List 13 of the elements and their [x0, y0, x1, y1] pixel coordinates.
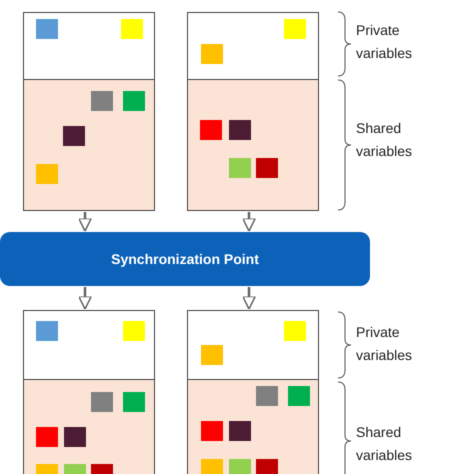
section-label: Private variables [356, 21, 414, 63]
memory-panel [187, 310, 319, 474]
section-label: Shared variables [356, 423, 414, 465]
memory-panel [23, 310, 155, 474]
arrow [78, 212, 92, 232]
memory-panel [23, 12, 155, 211]
arrow [242, 212, 256, 232]
process-bar: Synchronization Point [0, 232, 370, 286]
memory-panel [187, 12, 319, 211]
section-label: Private variables [356, 323, 414, 365]
arrow [242, 287, 256, 310]
arrow [78, 287, 92, 310]
section-label: Shared variables [356, 119, 414, 161]
